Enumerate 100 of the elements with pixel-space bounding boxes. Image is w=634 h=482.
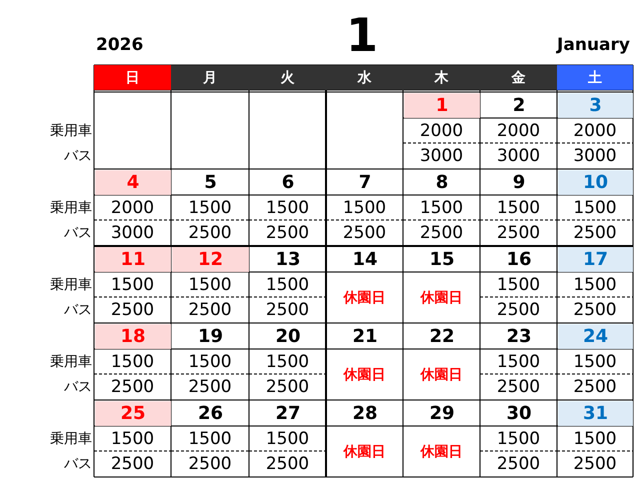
closed-day-label: 休園日 bbox=[419, 366, 464, 384]
fee-value: 3000 bbox=[496, 145, 542, 168]
closed-day-label: 休園日 bbox=[419, 288, 464, 308]
fee-value: 2000 bbox=[496, 120, 542, 142]
fee-value: 2500 bbox=[110, 453, 156, 476]
fee-value: 1500 bbox=[110, 350, 156, 374]
date-number: 8 bbox=[434, 171, 450, 195]
fee-value: 2500 bbox=[187, 376, 233, 399]
fee-value: 2000 bbox=[110, 196, 156, 220]
fee-value: 2000 bbox=[418, 120, 464, 142]
vehicle-label: 乗用車 bbox=[49, 198, 92, 218]
fee-value: 3000 bbox=[418, 145, 464, 168]
vehicle-label: 乗用車 bbox=[49, 352, 92, 372]
fee-value: 1500 bbox=[342, 196, 388, 220]
date-number: 23 bbox=[505, 325, 533, 349]
closed-day-label: 休園日 bbox=[342, 288, 386, 308]
date-number: 15 bbox=[428, 248, 456, 272]
fee-value: 2500 bbox=[187, 453, 233, 476]
date-number: 21 bbox=[351, 325, 379, 349]
date-number: 5 bbox=[203, 171, 218, 195]
date-number: 31 bbox=[558, 401, 633, 426]
fee-value: 1500 bbox=[187, 274, 233, 296]
fee-value: 1500 bbox=[572, 196, 618, 220]
vehicle-label: バス bbox=[63, 378, 92, 397]
fee-value: 2500 bbox=[264, 453, 310, 476]
date-number: 17 bbox=[558, 247, 633, 272]
date-number: 30 bbox=[505, 402, 533, 426]
weekday-header: 日 bbox=[94, 65, 171, 90]
weekday-header: 木 bbox=[403, 65, 480, 90]
fee-value: 2500 bbox=[496, 453, 542, 476]
date-number: 22 bbox=[428, 325, 456, 349]
vehicle-label: 乗用車 bbox=[49, 430, 92, 448]
date-number: 10 bbox=[558, 170, 633, 195]
fee-value: 2500 bbox=[264, 299, 310, 322]
date-number: 13 bbox=[274, 248, 302, 272]
fee-value: 2500 bbox=[496, 376, 542, 399]
fee-value: 2500 bbox=[418, 222, 464, 245]
fee-value: 1500 bbox=[264, 274, 310, 296]
date-number: 4 bbox=[95, 170, 171, 195]
closed-day-label: 休園日 bbox=[419, 442, 464, 462]
fee-value: 1500 bbox=[418, 196, 464, 220]
date-number: 3 bbox=[558, 93, 633, 118]
fee-value: 1500 bbox=[264, 428, 310, 450]
weekday-header: 火 bbox=[249, 65, 326, 90]
date-number: 12 bbox=[172, 247, 249, 272]
fee-value: 1500 bbox=[496, 350, 542, 374]
vehicle-label: 乗用車 bbox=[49, 276, 92, 294]
date-number: 6 bbox=[280, 171, 296, 195]
fee-value: 2500 bbox=[572, 376, 618, 399]
fee-value: 2500 bbox=[110, 299, 156, 322]
month-name: January bbox=[555, 34, 630, 57]
fee-value: 1500 bbox=[187, 196, 233, 220]
fee-value: 1500 bbox=[572, 428, 618, 450]
date-number: 20 bbox=[274, 325, 302, 349]
fee-value: 1500 bbox=[496, 274, 542, 296]
weekday-header: 金 bbox=[480, 65, 557, 90]
fee-value: 2500 bbox=[264, 222, 310, 245]
month-number: 1 bbox=[344, 10, 379, 60]
fee-value: 2500 bbox=[496, 222, 542, 245]
date-number: 11 bbox=[95, 247, 171, 272]
fee-value: 3000 bbox=[110, 222, 156, 245]
date-number: 1 bbox=[404, 93, 480, 118]
fee-value: 2500 bbox=[572, 453, 618, 476]
fee-value: 1500 bbox=[110, 428, 156, 450]
vehicle-label: バス bbox=[63, 455, 92, 474]
date-number: 29 bbox=[428, 402, 456, 426]
fee-value: 2500 bbox=[187, 299, 233, 322]
fee-value: 1500 bbox=[264, 196, 310, 220]
date-number: 27 bbox=[274, 402, 302, 426]
fee-value: 2500 bbox=[110, 376, 156, 399]
weekday-header: 水 bbox=[326, 65, 403, 90]
fee-value: 2000 bbox=[572, 120, 618, 142]
fee-value: 1500 bbox=[187, 428, 233, 450]
fee-value: 2500 bbox=[496, 299, 542, 322]
closed-day-label: 休園日 bbox=[342, 366, 386, 384]
fee-value: 2500 bbox=[572, 299, 618, 322]
fee-value: 2500 bbox=[572, 222, 618, 245]
date-number: 26 bbox=[196, 402, 224, 426]
fee-value: 1500 bbox=[496, 428, 542, 450]
fee-value: 1500 bbox=[187, 350, 233, 374]
weekday-header: 土 bbox=[557, 65, 633, 90]
date-number: 18 bbox=[95, 324, 171, 349]
date-number: 7 bbox=[358, 171, 372, 195]
fee-value: 1500 bbox=[264, 350, 310, 374]
date-number: 9 bbox=[512, 171, 526, 195]
date-number: 2 bbox=[512, 94, 526, 118]
date-number: 24 bbox=[558, 324, 633, 349]
fee-value: 1500 bbox=[496, 196, 542, 220]
fee-value: 2500 bbox=[264, 376, 310, 399]
weekday-header: 月 bbox=[171, 65, 249, 90]
closed-day-label: 休園日 bbox=[342, 442, 386, 462]
fee-value: 1500 bbox=[110, 274, 156, 296]
vehicle-label: 乗用車 bbox=[49, 122, 92, 140]
vehicle-label: バス bbox=[63, 301, 92, 320]
vehicle-label: バス bbox=[63, 224, 92, 243]
date-number: 25 bbox=[95, 401, 171, 426]
date-number: 28 bbox=[351, 402, 379, 426]
date-number: 14 bbox=[351, 248, 379, 272]
fee-value: 1500 bbox=[572, 350, 618, 374]
vehicle-label: バス bbox=[63, 147, 92, 166]
